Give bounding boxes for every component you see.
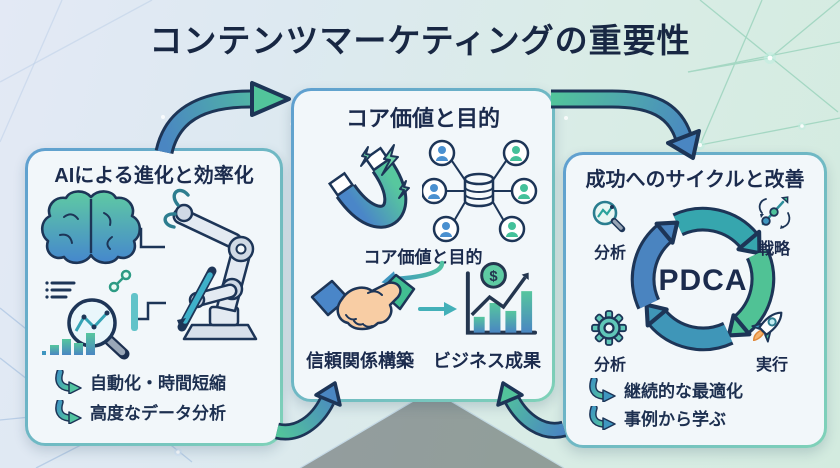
bullet-optimization: 継続的な最適化: [588, 377, 743, 402]
database-icon: [463, 172, 495, 208]
dollar-symbol: $: [489, 269, 498, 285]
handshake-icon: [310, 273, 416, 331]
gear-icon: [591, 310, 627, 346]
trust-label: 信頼関係構築: [306, 351, 414, 371]
business-result-label: ビジネス成果: [433, 351, 541, 371]
pdca-center-label: PDCA: [658, 264, 748, 297]
bullet-text: 自動化・時間短縮: [90, 374, 226, 393]
node-label-strategy: 戦略: [757, 241, 790, 258]
growth-chart-icon: $: [465, 262, 538, 335]
spark-bolts: [360, 144, 410, 199]
panel-ai-efficiency: AIによる進化と効率化: [25, 148, 283, 446]
swoosh-arrow-icon: [589, 377, 616, 402]
bullet-automation: 自動化・時間短縮: [54, 369, 226, 394]
core-value-caption: コア価値と目的: [363, 248, 483, 267]
bullet-text: 高度なデータ分析: [90, 404, 226, 423]
node-label-analysis-top: 分析: [593, 245, 626, 262]
claw-gripper: [163, 188, 190, 229]
panel-ai-title: AIによる進化と効率化: [54, 165, 254, 187]
node-label-analysis-bottom: 分析: [593, 357, 626, 374]
arrow-center-to-right: [551, 89, 701, 160]
user-nodes: [422, 139, 538, 243]
bullet-data-analysis: 高度なデータ分析: [54, 399, 226, 424]
mini-bar-chart: [42, 333, 95, 355]
rocket-icon: [751, 311, 783, 343]
panel-pdca-cycle: 成功へのサイクルと改善 PDCA: [563, 152, 827, 448]
analysis-magnifier-icon: [592, 200, 626, 233]
swoosh-arrow-icon: [55, 399, 82, 424]
swoosh-arrow-icon: [55, 369, 82, 394]
pdca-cycle-icon: [630, 206, 776, 352]
bullet-text: 継続的な最適化: [624, 382, 743, 401]
ai-illustration: [40, 188, 258, 360]
coin-icon: $: [480, 262, 507, 289]
panel-core-value: コア価値と目的: [291, 88, 555, 402]
magnifier-analytics-icon: [42, 269, 138, 360]
brain-icon: [40, 190, 142, 265]
bullet-text: 事例から学ぶ: [624, 410, 726, 429]
swoosh-arrow-icon: [589, 405, 616, 430]
page-title: コンテンツマーケティングの重要性: [149, 22, 691, 59]
bullet-case-study: 事例から学ぶ: [588, 405, 726, 430]
node-label-execute: 実行: [755, 357, 788, 374]
strategy-icon: [758, 196, 791, 229]
arrow-left-to-center: [154, 81, 291, 155]
robot-arm-icon: [163, 188, 258, 341]
magnet-icon: [328, 144, 410, 229]
panel-pdca-title: 成功へのサイクルと改善: [585, 169, 805, 191]
network-icon: [422, 139, 538, 243]
panel-core-title: コア価値と目的: [345, 106, 500, 131]
